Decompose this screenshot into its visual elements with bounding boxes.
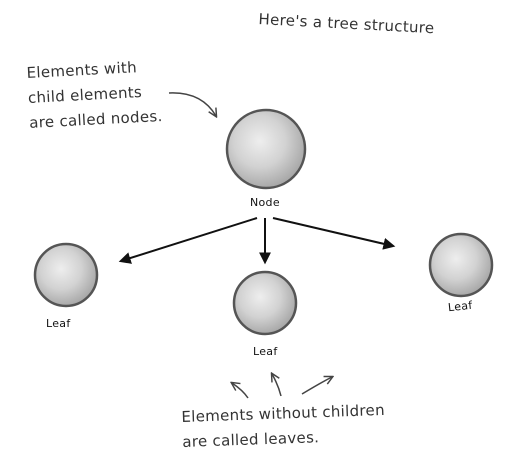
leaf-right-circle xyxy=(428,232,494,298)
leaf-left-label: Leaf xyxy=(46,317,71,330)
leaf-center-circle xyxy=(232,270,298,336)
node-circle xyxy=(225,108,307,190)
leaf-right-label: Leaf xyxy=(447,298,474,315)
node-label: Node xyxy=(250,196,280,209)
note-bottom-pointer-right-arrow xyxy=(301,377,332,395)
note-top-pointer-arrow xyxy=(168,92,216,116)
note-bottom-pointer-left-arrow xyxy=(232,383,249,399)
nodes-annotation: Elements with child elements are called … xyxy=(26,54,163,136)
leaf-center-label: Leaf xyxy=(253,345,278,358)
arrow-to-leaf-left xyxy=(118,217,258,264)
leaf-left-circle xyxy=(33,242,99,308)
leaves-annotation: Elements without children are called lea… xyxy=(181,398,386,455)
note-bottom-pointer-center-arrow xyxy=(272,374,282,397)
arrow-to-leaf-right xyxy=(272,217,396,250)
